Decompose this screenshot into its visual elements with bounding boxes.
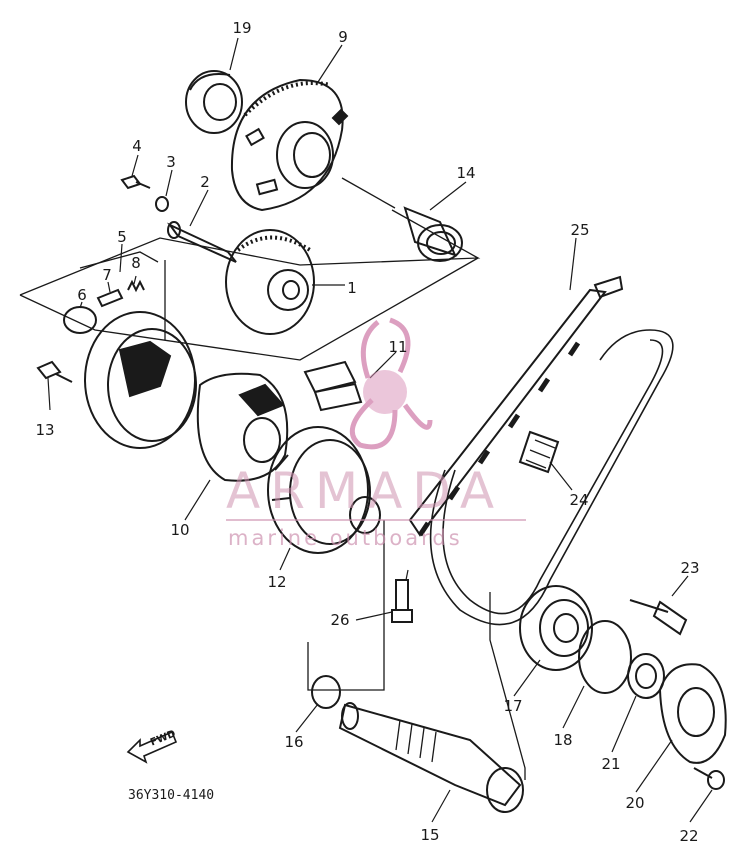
callout-5: 5 [117,228,127,246]
callout-17: 17 [503,697,523,715]
watermark-propeller-icon [349,317,433,450]
callout-23: 23 [680,559,700,577]
callout-14: 14 [456,164,476,182]
part-19-bearing [185,70,243,134]
callout-10: 10 [170,521,190,539]
callout-1: 1 [347,279,357,297]
callout-26: 26 [330,611,350,629]
callout-6: 6 [77,286,87,304]
assembly-line-shaft [307,520,385,691]
part-17-bearing [519,585,593,671]
part-7-pin [96,288,124,308]
callout-16: 16 [284,733,304,751]
callout-24: 24 [569,491,589,509]
callout-21: 21 [601,755,621,773]
callout-18: 18 [553,731,573,749]
part-2-shaft [166,221,237,263]
part-14-bushing [341,177,463,262]
part-9-gear-plate [230,78,349,212]
part-26-bolt [391,579,413,623]
callout-2: 2 [200,173,210,191]
callout-3: 3 [166,153,176,171]
drive-chain [429,329,674,626]
diagram-part-code: 36Y310-4140 [128,788,215,803]
part-25-chain-guide [408,275,624,537]
callout-22: 22 [679,827,699,845]
part-12-drum [267,426,381,554]
callout-12: 12 [267,573,287,591]
part-11-bracket [303,360,363,412]
forward-arrow-icon [126,730,178,764]
part-18-o-ring [578,620,632,694]
callout-11: 11 [388,338,408,356]
callout-19: 19 [232,19,252,37]
part-8-spring [127,279,145,293]
callout-8: 8 [131,254,141,272]
clutch-housing [84,260,197,449]
callout-20: 20 [625,794,645,812]
part-13-bolt [36,360,73,383]
part-22-bolt [693,767,725,790]
part-24-roller [518,430,560,474]
assembly-bracket-lower [19,257,479,361]
callout-9: 9 [338,28,348,46]
part-16-plug [311,675,341,709]
assembly-line-bearing [489,592,526,780]
part-1-gear [225,229,345,335]
callout-25: 25 [570,221,590,239]
assembly-bracket-small [79,251,159,269]
part-20-cover [658,663,727,764]
part-21-seal [627,653,665,699]
part-4-bolt [120,174,151,190]
watermark-divider [226,519,526,521]
callout-7: 7 [102,266,112,284]
part-3-washer [155,196,169,212]
callout-13: 13 [35,421,55,439]
part-10-hub [196,372,289,482]
part-15-shaft [338,702,524,813]
callout-15: 15 [420,826,440,844]
watermark-title: ARMADA [226,462,505,520]
part-6-piece [63,306,97,334]
watermark-subtitle: marine outboards [228,526,463,550]
callout-4: 4 [132,137,142,155]
part-23-pin [629,599,688,636]
